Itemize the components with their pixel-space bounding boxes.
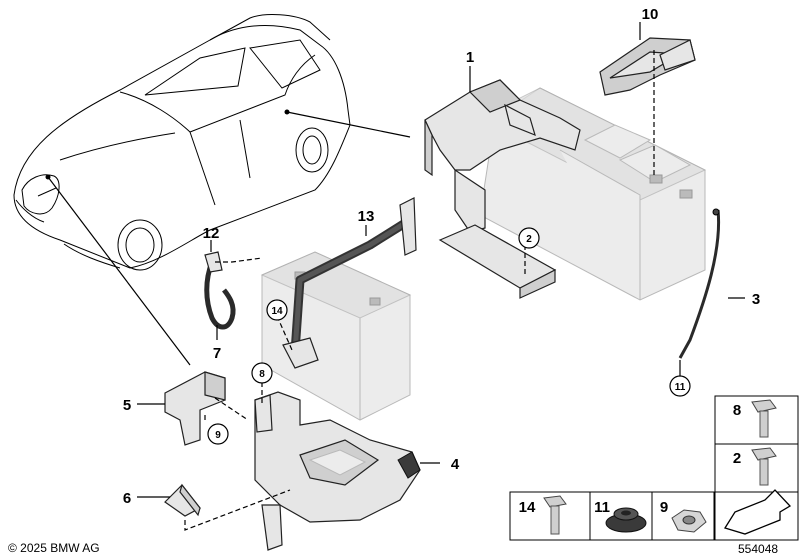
svg-text:14: 14: [519, 499, 536, 516]
callout-4: 4: [451, 456, 460, 473]
callout-10: 10: [642, 6, 659, 23]
vehicle-outline: [13, 14, 351, 271]
callout-5: 5: [123, 397, 131, 414]
svg-text:8: 8: [733, 402, 741, 419]
copyright-text: © 2025 BMW AG: [8, 541, 100, 555]
callout-13: 13: [358, 208, 375, 225]
circled-callout-9: 9: [207, 423, 229, 445]
svg-text:9: 9: [215, 430, 221, 441]
dash-5-4: [214, 397, 249, 421]
legend-grommet-11: 11: [589, 491, 653, 541]
dash-14: [276, 315, 293, 351]
svg-text:8: 8: [259, 369, 265, 380]
callout-6: 6: [123, 490, 131, 507]
legend-screw-2: 2: [714, 443, 799, 493]
callout-7: 7: [213, 345, 221, 362]
battery-tray-4: [254, 391, 421, 551]
svg-text:9: 9: [660, 499, 668, 516]
battery-cover-10: [599, 37, 696, 96]
holding-strap-13: [282, 197, 417, 369]
legend-screw-14: 14: [509, 491, 591, 541]
main-battery: [478, 87, 707, 301]
callout-1: 1: [466, 49, 474, 66]
battery-support-plate: [438, 224, 557, 299]
cable-7: [204, 251, 236, 330]
svg-text:11: 11: [594, 499, 610, 516]
circled-callout-11: 11: [669, 360, 691, 397]
svg-text:14: 14: [271, 306, 283, 317]
circled-callout-14: 14: [266, 299, 288, 321]
battery-bracket-1: [424, 79, 581, 233]
circled-callout-8: 8: [251, 362, 273, 384]
legend-screw-8: 8: [714, 395, 799, 445]
circled-callout-2: 2: [518, 227, 540, 249]
leader-front-battery: [47, 176, 191, 366]
svg-text:2: 2: [526, 234, 532, 245]
legend-nut-9: 9: [651, 491, 715, 541]
assembly-direction-arrow-icon: [723, 489, 792, 535]
legend-arrow-box: [714, 489, 799, 541]
battery-cable-3: [678, 208, 721, 359]
dash-6-4: [184, 489, 291, 531]
bracket-6: [164, 483, 201, 517]
callout-3: 3: [752, 291, 760, 308]
callout-12: 12: [203, 225, 220, 242]
svg-text:11: 11: [675, 382, 686, 393]
bracket-5: [164, 371, 226, 446]
svg-text:2: 2: [733, 450, 741, 467]
dash-12: [215, 257, 263, 263]
leader-rear-battery: [286, 111, 411, 138]
diagram-number: 554048: [738, 542, 778, 556]
